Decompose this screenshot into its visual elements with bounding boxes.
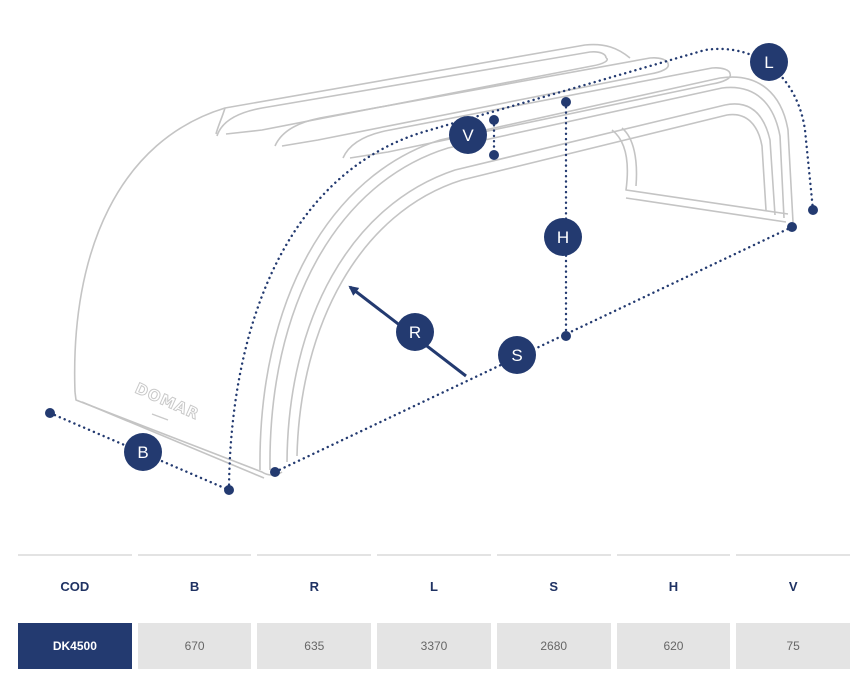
header-cod: COD xyxy=(18,554,132,616)
endpoint-dot xyxy=(224,485,234,495)
label-badge-r: R xyxy=(396,313,434,351)
endpoint-dot xyxy=(561,331,571,341)
header-l: L xyxy=(377,554,491,616)
header-b: B xyxy=(137,554,252,616)
mudguard-outline xyxy=(73,43,794,479)
endpoint-dot xyxy=(561,97,571,107)
header-s: S xyxy=(496,554,611,616)
endpoint-dot xyxy=(808,205,818,215)
cell-h: 620 xyxy=(616,623,731,669)
endpoint-dot xyxy=(787,222,797,232)
endpoint-dot xyxy=(270,467,280,477)
header-h: H xyxy=(616,554,731,616)
label-badge-l: L xyxy=(750,43,788,81)
svg-text:H: H xyxy=(557,228,569,247)
endpoint-dot xyxy=(489,115,499,125)
cell-r: 635 xyxy=(257,623,372,669)
table-row: DK4500 670 635 3370 2680 620 75 xyxy=(18,623,851,669)
cell-b: 670 xyxy=(137,623,252,669)
label-badge-h: H xyxy=(544,218,582,256)
svg-text:V: V xyxy=(462,126,474,145)
cell-cod: DK4500 xyxy=(18,623,132,669)
svg-text:L: L xyxy=(764,53,773,72)
endpoint-dot xyxy=(45,408,55,418)
header-r: R xyxy=(257,554,372,616)
label-badge-b: B xyxy=(124,433,162,471)
table-header-row: COD B R L S H V xyxy=(18,554,851,616)
brand-logo: DOMAR xyxy=(132,379,202,423)
svg-text:R: R xyxy=(409,323,421,342)
cell-l: 3370 xyxy=(377,623,491,669)
dimension-b-line xyxy=(48,411,231,492)
mudguard-diagram: DOMAR B L V H xyxy=(45,43,818,495)
svg-text:S: S xyxy=(511,346,522,365)
dimension-endpoints xyxy=(45,97,818,495)
label-badge-v: V xyxy=(449,116,487,154)
cell-v: 75 xyxy=(736,623,851,669)
label-badge-s: S xyxy=(498,336,536,374)
svg-text:B: B xyxy=(137,443,148,462)
dimension-lines xyxy=(48,47,815,492)
cell-s: 2680 xyxy=(496,623,611,669)
spec-table: COD B R L S H V DK4500 670 635 3370 2680… xyxy=(18,554,851,669)
header-v: V xyxy=(736,554,851,616)
endpoint-dot xyxy=(489,150,499,160)
